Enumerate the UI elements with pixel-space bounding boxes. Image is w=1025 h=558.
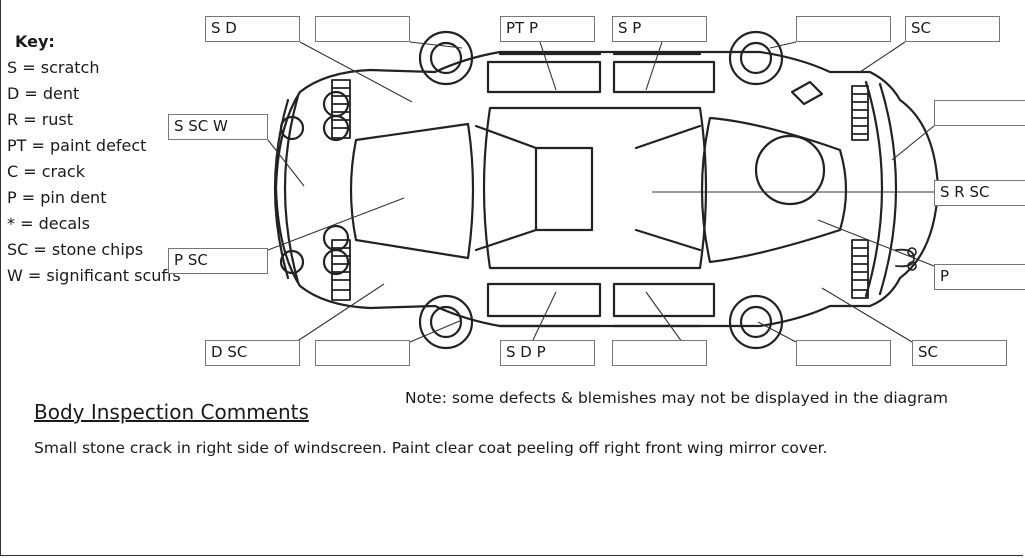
key-item-decals: * = decals	[7, 214, 90, 233]
diagram-note: Note: some defects & blemishes may not b…	[405, 389, 948, 407]
rear-grille-top	[331, 79, 351, 139]
sunroof	[534, 146, 594, 232]
label-front-bumper	[934, 100, 1025, 126]
label-top-front-wheel	[796, 16, 891, 42]
roof-outline	[482, 106, 708, 270]
defect-key: Key: S = scratch D = dent R = rust PT = …	[7, 32, 181, 289]
label-bottom-rear-quarter: D SC	[205, 340, 300, 366]
label-bottom-rear-door: S D P	[500, 340, 595, 366]
rear-light-5	[322, 248, 350, 276]
key-item-paint-defect: PT = paint defect	[7, 136, 147, 155]
key-item-pin-dent: P = pin dent	[7, 188, 107, 207]
label-top-rear-quarter: S D	[205, 16, 300, 42]
label-top-rear-door: PT P	[500, 16, 595, 42]
key-item-dent: D = dent	[7, 84, 80, 103]
label-top-front-wing: SC	[905, 16, 1000, 42]
key-item-scuffs: W = significant scuffs	[7, 266, 181, 285]
label-bottom-front-wheel	[796, 340, 891, 366]
key-item-stone-chips: SC = stone chips	[7, 240, 144, 259]
label-boot: P SC	[168, 248, 268, 274]
label-bottom-front-wing: SC	[912, 340, 1007, 366]
rear-light-6	[279, 249, 305, 275]
rear-light-1	[279, 115, 305, 141]
rear-right-window	[486, 282, 602, 318]
car-body-outline	[274, 50, 940, 328]
front-right-window	[612, 282, 716, 318]
mirror-top	[790, 80, 824, 106]
rear-left-window	[486, 60, 602, 94]
wheel-front-top	[728, 30, 784, 86]
label-top-rear-wheel	[315, 16, 410, 42]
key-item-scratch: S = scratch	[7, 58, 100, 77]
key-item-rust: R = rust	[7, 110, 74, 129]
rear-window	[349, 122, 475, 260]
rear-light-3	[322, 114, 350, 142]
comments-text: Small stone crack in right side of winds…	[34, 439, 828, 457]
label-bonnet: P	[934, 264, 1025, 290]
front-grille-top	[851, 85, 869, 141]
front-grille-bottom	[851, 239, 869, 299]
label-bottom-rear-wheel	[315, 340, 410, 366]
label-bottom-front-door	[612, 340, 707, 366]
wheel-rear-bottom	[418, 294, 474, 350]
key-title: Key:	[15, 32, 55, 51]
steering-wheel	[754, 134, 826, 206]
front-left-window	[612, 60, 716, 94]
label-rear-bumper: S SC W	[168, 114, 268, 140]
windscreen	[700, 116, 848, 264]
wheel-rear-top	[418, 30, 474, 86]
comments-heading: Body Inspection Comments	[34, 400, 309, 424]
label-top-front-door: S P	[612, 16, 707, 42]
label-roof: S R SC	[934, 180, 1025, 206]
wheel-front-bottom	[728, 294, 784, 350]
rear-light-4	[322, 224, 350, 252]
key-item-crack: C = crack	[7, 162, 85, 181]
